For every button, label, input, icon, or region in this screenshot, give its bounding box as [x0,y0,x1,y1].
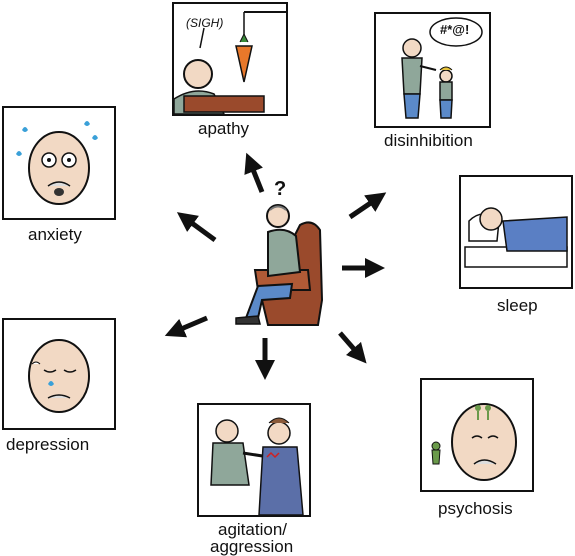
arrow-to-apathy [244,152,265,193]
agitation-label-line1: agitation/ [218,520,287,539]
arrow-to-disinhibition [348,192,387,220]
disinhibition-panel [374,12,491,128]
anxious-face [28,131,90,205]
bald-head [451,403,517,481]
disinhibition-speech: #*@! [440,22,470,37]
seated-man-torso [267,228,302,278]
man-in-suit [258,446,304,515]
arrow-to-anxiety [176,212,217,243]
speech-bubble [429,17,483,47]
psychosis-label: psychosis [438,499,513,518]
arrow-to-depression [164,315,208,338]
apathy-panel [172,2,288,116]
anxiety-label: anxiety [28,225,82,244]
disinhibition-label: disinhibition [384,131,473,150]
question-mark: ? [274,178,287,200]
agitation-panel [197,403,311,517]
apathy-label: apathy [198,119,250,138]
carrot [235,45,253,83]
psychosis-panel [420,378,534,492]
depression-label: depression [6,435,90,454]
small-green-figure [431,441,441,451]
sleep-label: sleep [497,296,538,315]
apathy-speech: (SIGH) [186,16,224,30]
anxiety-panel [2,106,116,220]
sleeping-head [479,207,503,231]
arrow-to-psychosis [338,331,367,364]
depression-panel [2,318,116,430]
blanket [502,216,568,252]
sad-face [28,339,90,413]
seated-man-head [266,204,290,228]
agitation-label-line2: aggression [210,537,294,556]
sleep-panel [459,175,573,289]
